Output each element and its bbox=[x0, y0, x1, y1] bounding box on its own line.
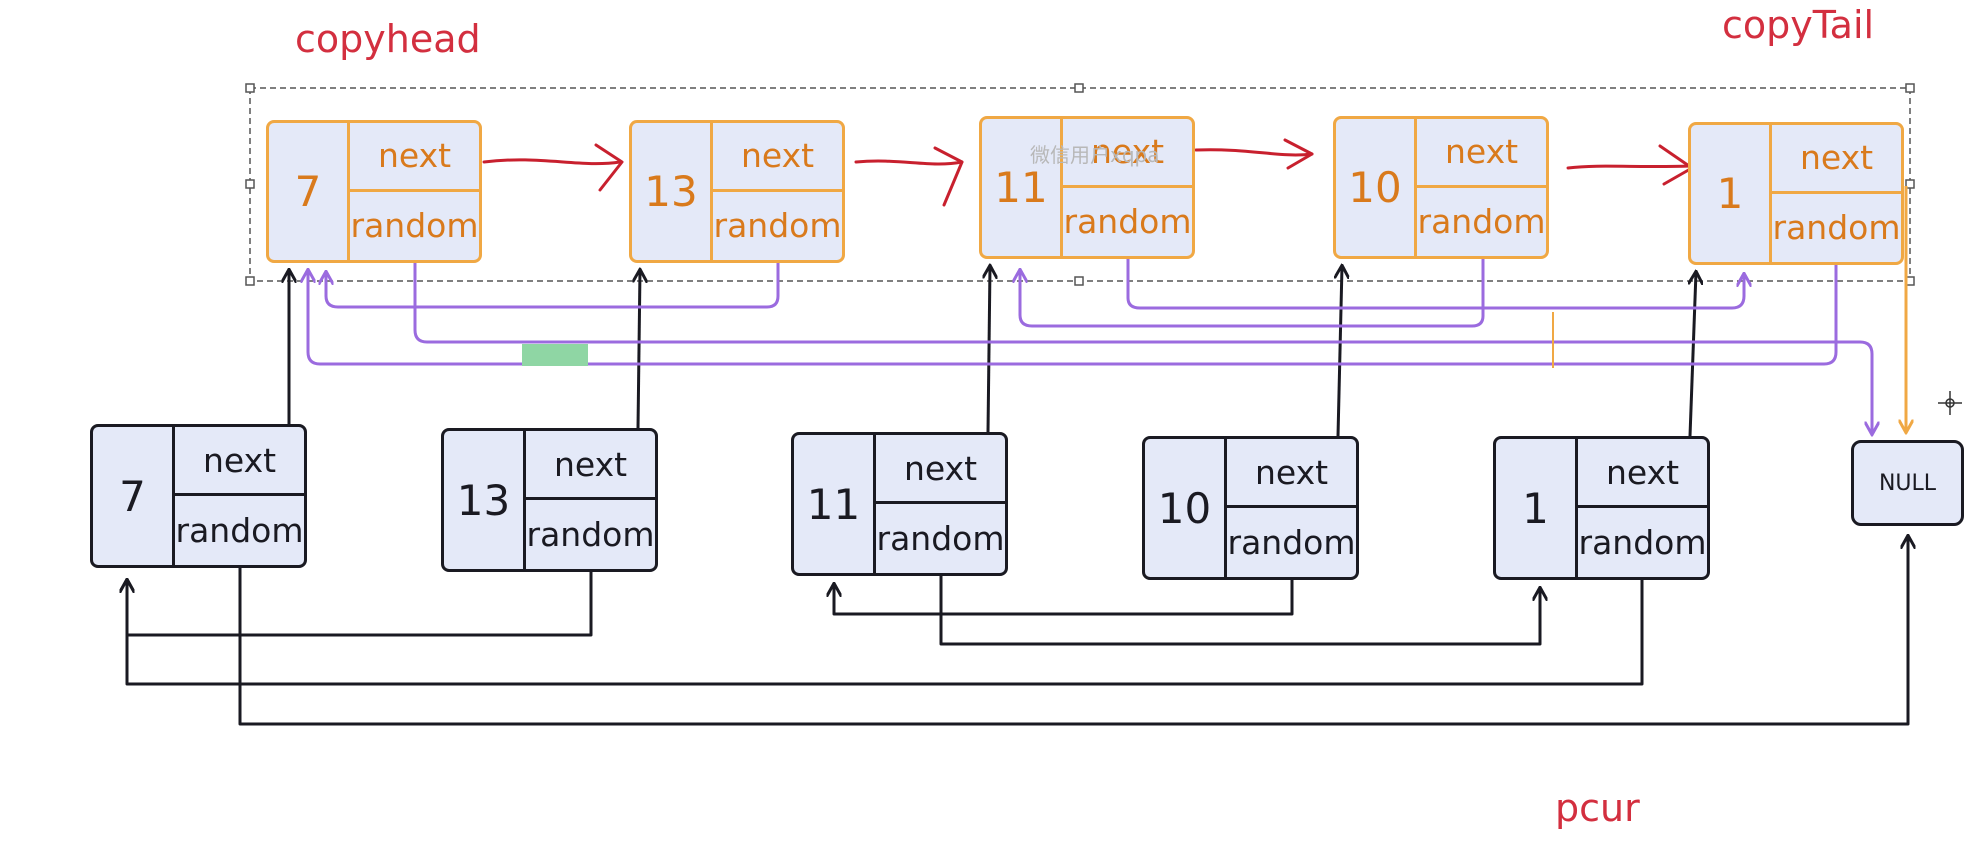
copy-node-10: 10 next random bbox=[1333, 116, 1549, 259]
random-field: random bbox=[876, 519, 1005, 558]
copy-node-13: 13 next random bbox=[629, 120, 845, 263]
random-field: random bbox=[175, 511, 304, 550]
node-value: 7 bbox=[269, 123, 350, 260]
next-field: next bbox=[350, 123, 479, 192]
random-field: random bbox=[1063, 202, 1192, 242]
null-node: NULL bbox=[1851, 440, 1964, 526]
node-value: 1 bbox=[1691, 125, 1772, 262]
copy-node-7: 7 next random bbox=[266, 120, 482, 263]
node-value: 10 bbox=[1336, 119, 1417, 256]
original-node-1: 1 next random bbox=[1493, 436, 1710, 580]
node-value: 1 bbox=[1496, 439, 1578, 577]
next-field: next bbox=[1063, 119, 1192, 188]
node-value: 10 bbox=[1145, 439, 1227, 577]
copyhead-label: copyhead bbox=[295, 17, 481, 61]
random-field: random bbox=[1772, 208, 1901, 248]
next-field: next bbox=[1227, 439, 1356, 508]
random-field: random bbox=[1227, 523, 1356, 562]
original-node-11: 11 next random bbox=[791, 432, 1008, 576]
next-field: next bbox=[526, 431, 655, 500]
pcur-label: pcur bbox=[1555, 786, 1640, 830]
next-field: next bbox=[175, 427, 304, 496]
next-field: next bbox=[876, 435, 1005, 504]
random-field: random bbox=[526, 515, 655, 554]
selection-highlight bbox=[522, 344, 588, 366]
copy-random-arrows bbox=[308, 246, 1872, 434]
random-field: random bbox=[350, 206, 479, 246]
node-value: 7 bbox=[93, 427, 175, 565]
node-value: 11 bbox=[982, 119, 1063, 256]
random-field: random bbox=[1578, 523, 1707, 562]
selection-box bbox=[245, 83, 1915, 286]
original-node-13: 13 next random bbox=[441, 428, 658, 572]
node-value: 13 bbox=[444, 431, 526, 569]
original-node-10: 10 next random bbox=[1142, 436, 1359, 580]
next-field: next bbox=[1417, 119, 1546, 188]
next-field: next bbox=[1578, 439, 1707, 508]
random-field: random bbox=[713, 206, 842, 246]
next-field: next bbox=[713, 123, 842, 192]
copy-tail-label: copyTail bbox=[1722, 3, 1875, 47]
original-node-7: 7 next random bbox=[90, 424, 307, 568]
copy-node-1: 1 next random bbox=[1688, 122, 1904, 265]
crosshair-cursor-icon bbox=[1938, 391, 1962, 415]
random-field: random bbox=[1417, 202, 1546, 242]
next-field: next bbox=[1772, 125, 1901, 194]
copy-node-11: 11 next random bbox=[979, 116, 1195, 259]
node-value: 13 bbox=[632, 123, 713, 260]
node-value: 11 bbox=[794, 435, 876, 573]
original-random-arrows bbox=[127, 536, 1908, 726]
watermark-text: 微信用户xqpa bbox=[1030, 143, 1160, 167]
